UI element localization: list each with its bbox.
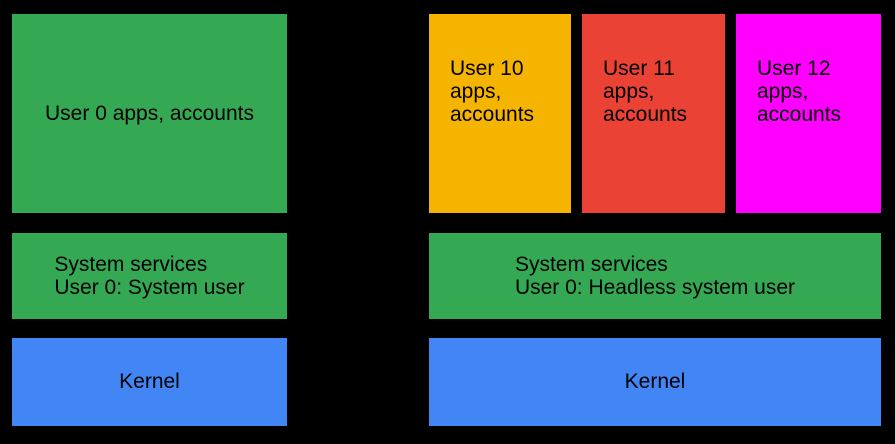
kernel-box-single-user: Kernel: [12, 338, 287, 426]
user0-apps-label: User 0 apps, accounts: [45, 101, 254, 125]
kernel-box-multi-user: Kernel: [429, 338, 881, 426]
user11-apps-box: User 11 apps, accounts: [582, 14, 725, 213]
system-services-box-single-user: System services User 0: System user: [12, 233, 287, 319]
user12-apps-box: User 12 apps, accounts: [736, 14, 881, 213]
system-services-label-single-user: System services User 0: System user: [54, 253, 245, 299]
user11-apps-label: User 11 apps, accounts: [603, 57, 688, 126]
user0-apps-box: User 0 apps, accounts: [12, 14, 287, 213]
system-services-label-multi-user: System services User 0: Headless system …: [514, 253, 796, 299]
user12-apps-label: User 12 apps, accounts: [757, 57, 842, 126]
kernel-label-single-user: Kernel: [119, 370, 180, 393]
user10-apps-label: User 10 apps, accounts: [450, 57, 535, 126]
system-services-box-multi-user: System services User 0: Headless system …: [429, 233, 881, 319]
user10-apps-box: User 10 apps, accounts: [429, 14, 571, 213]
kernel-label-multi-user: Kernel: [624, 370, 686, 393]
